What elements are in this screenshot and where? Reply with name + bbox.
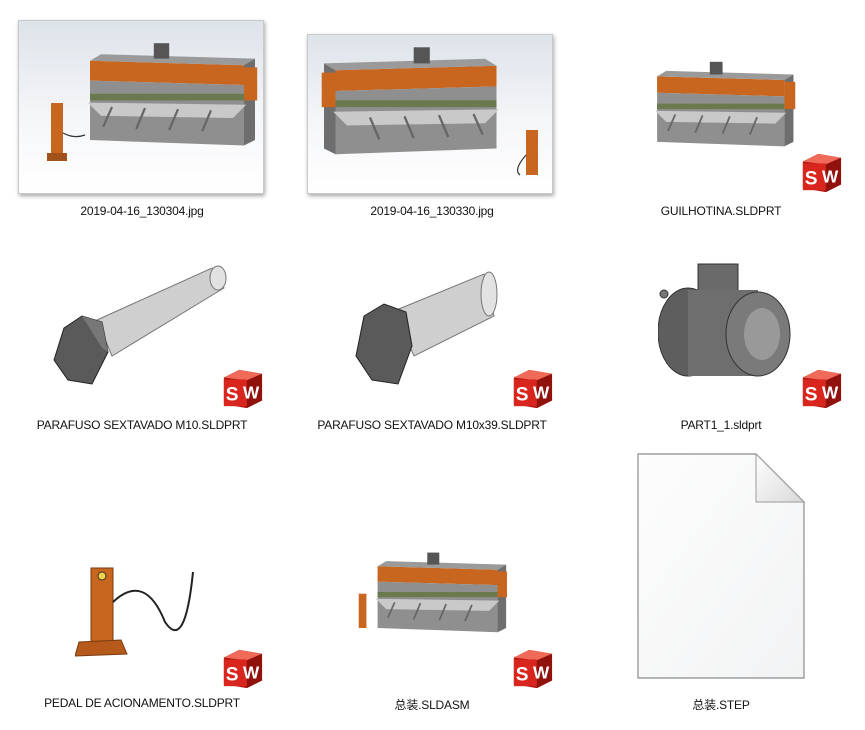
file-name: GUILHOTINA.SLDPRT — [660, 204, 782, 218]
motor-preview-image — [658, 263, 791, 377]
solidworks-icon — [223, 369, 263, 409]
file-item[interactable]: 总装.SLDASM — [297, 470, 567, 712]
pedal-preview-image — [75, 567, 194, 657]
image-thumbnail — [18, 20, 264, 194]
file-item[interactable]: PART1_1.sldprt — [586, 230, 856, 460]
solidworks-icon — [223, 649, 263, 689]
blank-document-icon — [637, 453, 805, 679]
solidworks-icon — [513, 369, 553, 409]
file-item[interactable]: 总装.STEP — [586, 453, 856, 712]
bolt-preview-image — [53, 265, 227, 385]
machine-preview-image — [47, 42, 259, 161]
machine-preview-image — [320, 46, 538, 176]
file-item[interactable]: GUILHOTINA.SLDPRT — [586, 0, 856, 230]
file-name: 总装.SLDASM — [394, 698, 470, 712]
file-item[interactable]: PARAFUSO SEXTAVADO M10x39.SLDPRT — [297, 230, 567, 460]
image-thumbnail — [307, 34, 553, 194]
file-name: 总装.STEP — [692, 698, 750, 712]
file-item[interactable]: 2019-04-16_130304.jpg — [7, 0, 277, 230]
bolt-preview-image — [355, 271, 498, 385]
file-name: PEDAL DE ACIONAMENTO.SLDPRT — [44, 696, 240, 710]
file-item[interactable]: PARAFUSO SEXTAVADO M10.SLDPRT — [7, 230, 277, 460]
file-name: PART1_1.sldprt — [680, 418, 762, 432]
file-name: 2019-04-16_130304.jpg — [80, 204, 204, 218]
solidworks-icon — [802, 153, 842, 193]
machine-preview-image — [654, 60, 797, 148]
solidworks-icon — [513, 649, 553, 689]
assembly-preview-image — [358, 551, 507, 634]
file-item[interactable]: 2019-04-16_130330.jpg — [297, 0, 567, 230]
file-name: PARAFUSO SEXTAVADO M10x39.SLDPRT — [317, 418, 547, 432]
solidworks-icon — [802, 369, 842, 409]
file-item[interactable]: PEDAL DE ACIONAMENTO.SLDPRT — [7, 470, 277, 710]
file-name: 2019-04-16_130330.jpg — [370, 204, 494, 218]
file-name: PARAFUSO SEXTAVADO M10.SLDPRT — [36, 418, 248, 432]
